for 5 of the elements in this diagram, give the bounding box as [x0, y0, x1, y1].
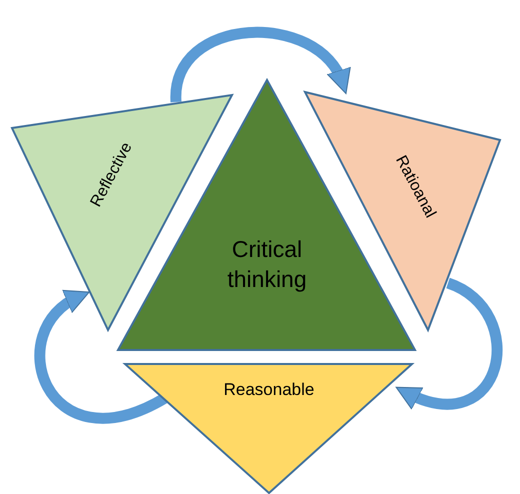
node-label: Reasonable [224, 380, 314, 400]
curved-arrow [395, 278, 503, 410]
node-label: Critical thinking [226, 235, 308, 294]
curved-arrow [170, 27, 348, 102]
curved-arrow [34, 290, 168, 424]
